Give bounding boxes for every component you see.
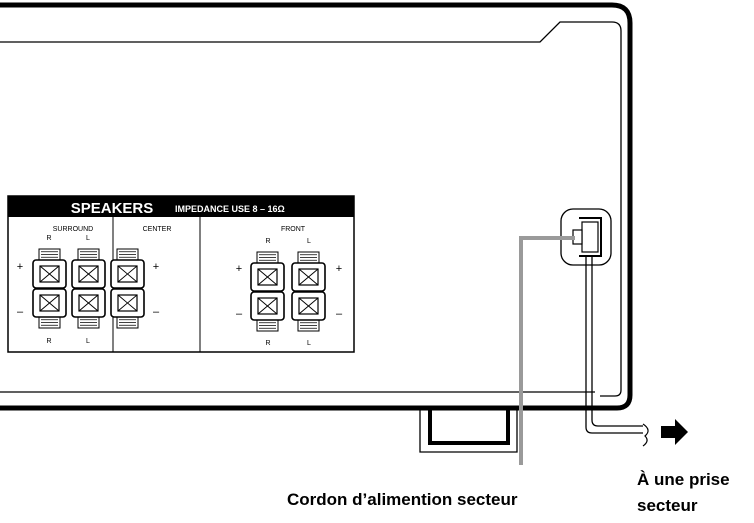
outlet-caption-line1: À une prise — [637, 470, 730, 489]
front-minus-left: – — [236, 308, 243, 320]
front-label: FRONT — [281, 226, 306, 233]
surround-r-bottom: R — [46, 338, 51, 345]
outlet-caption-line2: secteur — [637, 496, 698, 515]
surround-center-terminals — [32, 248, 145, 329]
center-minus-sign: – — [153, 306, 160, 318]
front-minus-right: – — [336, 308, 343, 320]
chassis-outline — [0, 2, 633, 411]
left-plus-sign: + — [17, 261, 23, 273]
front-plus-right: + — [336, 263, 342, 275]
left-minus-sign: – — [17, 306, 24, 318]
front-l-top: L — [307, 238, 311, 245]
surround-l-positive-terminal — [71, 248, 106, 289]
power-cord-caption: Cordon d’alimention secteur — [287, 490, 518, 509]
chassis-foot — [419, 410, 518, 453]
front-r-bottom: R — [265, 340, 270, 347]
arrow-right-icon — [661, 419, 688, 445]
impedance-label: IMPEDANCE USE 8 – 16Ω — [175, 204, 285, 214]
front-r-negative-terminal — [250, 291, 285, 332]
center-plus-sign: + — [153, 261, 159, 273]
surround-r-top: R — [46, 235, 51, 242]
front-l-positive-terminal — [291, 251, 326, 292]
surround-r-positive-terminal — [32, 248, 67, 289]
surround-label: SURROUND — [53, 226, 93, 233]
front-l-bottom: L — [307, 340, 311, 347]
surround-l-negative-terminal — [71, 288, 106, 329]
front-plus-left: + — [236, 263, 242, 275]
power-cord-callout-line — [519, 236, 575, 465]
center-positive-terminal — [110, 248, 145, 289]
front-r-positive-terminal — [250, 251, 285, 292]
power-cord — [585, 256, 649, 447]
front-terminals — [250, 251, 326, 332]
center-negative-terminal — [110, 288, 145, 329]
surround-l-bottom: L — [86, 338, 90, 345]
front-l-negative-terminal — [291, 291, 326, 332]
surround-l-top: L — [86, 235, 90, 242]
surround-r-negative-terminal — [32, 288, 67, 329]
center-label: CENTER — [143, 226, 172, 233]
speakers-title: SPEAKERS — [71, 200, 154, 217]
front-r-top: R — [265, 238, 270, 245]
